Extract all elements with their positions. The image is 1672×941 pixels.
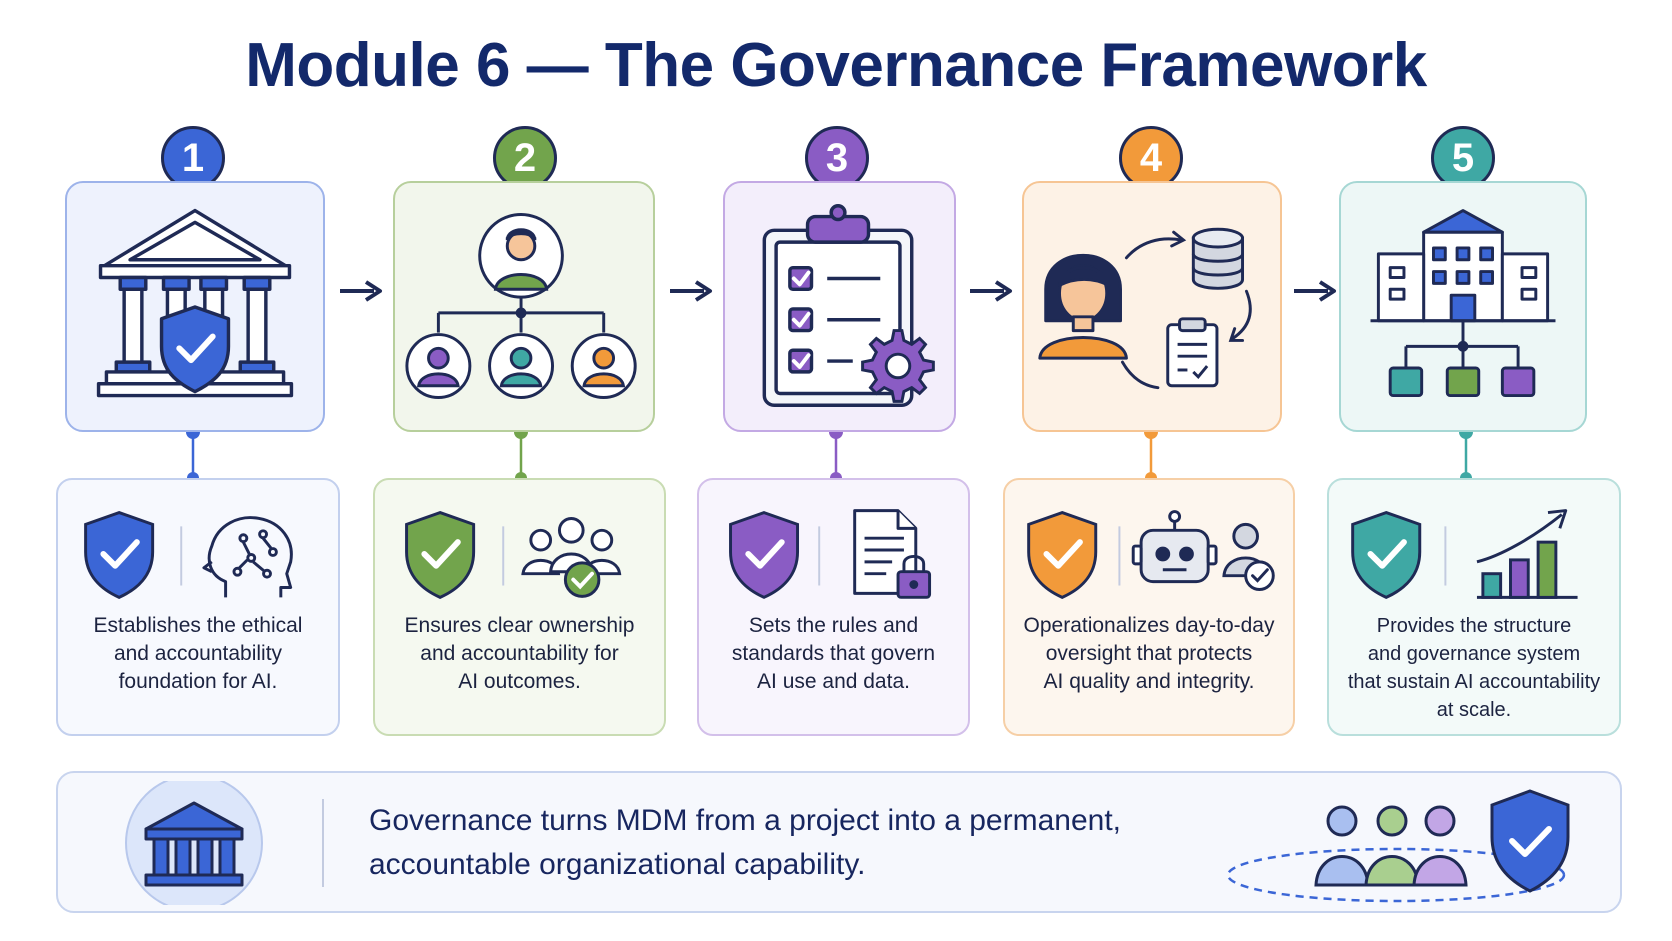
- description-line: that sustain AI accountability: [1347, 671, 1601, 693]
- description-line: at scale.: [1436, 699, 1512, 721]
- banner-divider: [322, 799, 324, 887]
- connector-1: [186, 425, 200, 484]
- ai-brain-head-icon: [202, 516, 293, 598]
- flow-arrow-3: [970, 280, 1012, 302]
- description-line: Sets the rules and: [748, 614, 919, 637]
- step-badge-2: 2: [493, 126, 557, 190]
- gear-icon: [861, 329, 935, 403]
- description-line: standards that govern: [731, 642, 936, 665]
- description-text-3: Sets the rules and standards that govern…: [709, 612, 958, 696]
- clipboard-icon: [1166, 317, 1219, 388]
- summary-line: Governance turns MDM from a project into…: [369, 804, 1121, 837]
- step-badge-4: 4: [1119, 126, 1183, 190]
- people-shield-icon: [1226, 789, 1570, 903]
- step-badge-1: 1: [161, 126, 225, 190]
- connector-2: [514, 425, 528, 484]
- description-line: and governance system: [1367, 643, 1581, 665]
- description-line: foundation for AI.: [118, 670, 278, 693]
- robot-user-check-icon: [1131, 510, 1275, 591]
- shield-check-icon: [84, 510, 155, 599]
- description-line: AI use and data.: [757, 670, 910, 693]
- description-card-2: Ensures clear ownership and accountabili…: [373, 478, 666, 736]
- step-badge-3: 3: [805, 126, 869, 190]
- checklist-gear-icon: [762, 204, 935, 407]
- flow-arrow-2: [670, 280, 712, 302]
- flow-arrow-4: [1294, 280, 1336, 302]
- description-line: Operationalizes day-to-day: [1023, 614, 1275, 637]
- org-chart-people-icon: [405, 213, 637, 400]
- summary-line: accountable organizational capability.: [369, 848, 866, 881]
- description-line: Provides the structure: [1376, 615, 1572, 637]
- database-icon: [1191, 227, 1245, 290]
- description-text-2: Ensures clear ownership and accountabili…: [385, 612, 654, 696]
- document-lock-icon: [853, 509, 932, 599]
- growth-chart-icon: [1476, 509, 1578, 599]
- page-title: Module 6 — The Governance Framework: [245, 31, 1427, 100]
- step-badge-5: 5: [1431, 126, 1495, 190]
- description-text-1: Establishes the ethical and accountabili…: [68, 612, 328, 696]
- shield-check-icon: [405, 510, 476, 599]
- shield-check-icon: [1351, 510, 1422, 599]
- building-icon: [125, 781, 263, 905]
- step-card-3: [723, 181, 956, 432]
- step-card-5: [1339, 181, 1587, 432]
- person-data-workflow-icon: [1038, 227, 1252, 390]
- description-text-5: Provides the structure and governance sy…: [1339, 612, 1609, 724]
- flow-arrow-1: [340, 280, 382, 302]
- shield-check-icon: [1027, 510, 1098, 599]
- summary-banner: Governance turns MDM from a project into…: [56, 771, 1622, 913]
- description-card-5: Provides the structure and governance sy…: [1327, 478, 1621, 736]
- description-line: and accountability for: [420, 642, 619, 665]
- description-line: Ensures clear ownership: [404, 614, 635, 637]
- organization-structure-icon: [1370, 209, 1556, 398]
- description-line: and accountability: [113, 642, 283, 665]
- description-line: AI quality and integrity.: [1043, 670, 1255, 693]
- connector-3: [829, 425, 843, 484]
- description-card-4: Operationalizes day-to-day oversight tha…: [1003, 478, 1295, 736]
- government-building-shield-icon: [96, 208, 294, 398]
- step-card-1: [65, 181, 325, 432]
- description-line: AI outcomes.: [458, 670, 581, 693]
- team-check-icon: [521, 516, 622, 598]
- description-card-1: Establishes the ethical and accountabili…: [56, 478, 340, 736]
- connector-4: [1144, 425, 1158, 484]
- connector-5: [1459, 425, 1473, 484]
- step-card-2: [393, 181, 655, 432]
- description-card-3: Sets the rules and standards that govern…: [697, 478, 970, 736]
- shield-check-icon: [729, 511, 800, 599]
- description-text-4: Operationalizes day-to-day oversight tha…: [1015, 612, 1283, 696]
- step-card-4: [1022, 181, 1282, 432]
- summary-text: Governance turns MDM from a project into…: [369, 799, 1189, 887]
- description-line: oversight that protects: [1045, 642, 1253, 665]
- description-line: Establishes the ethical: [93, 614, 303, 637]
